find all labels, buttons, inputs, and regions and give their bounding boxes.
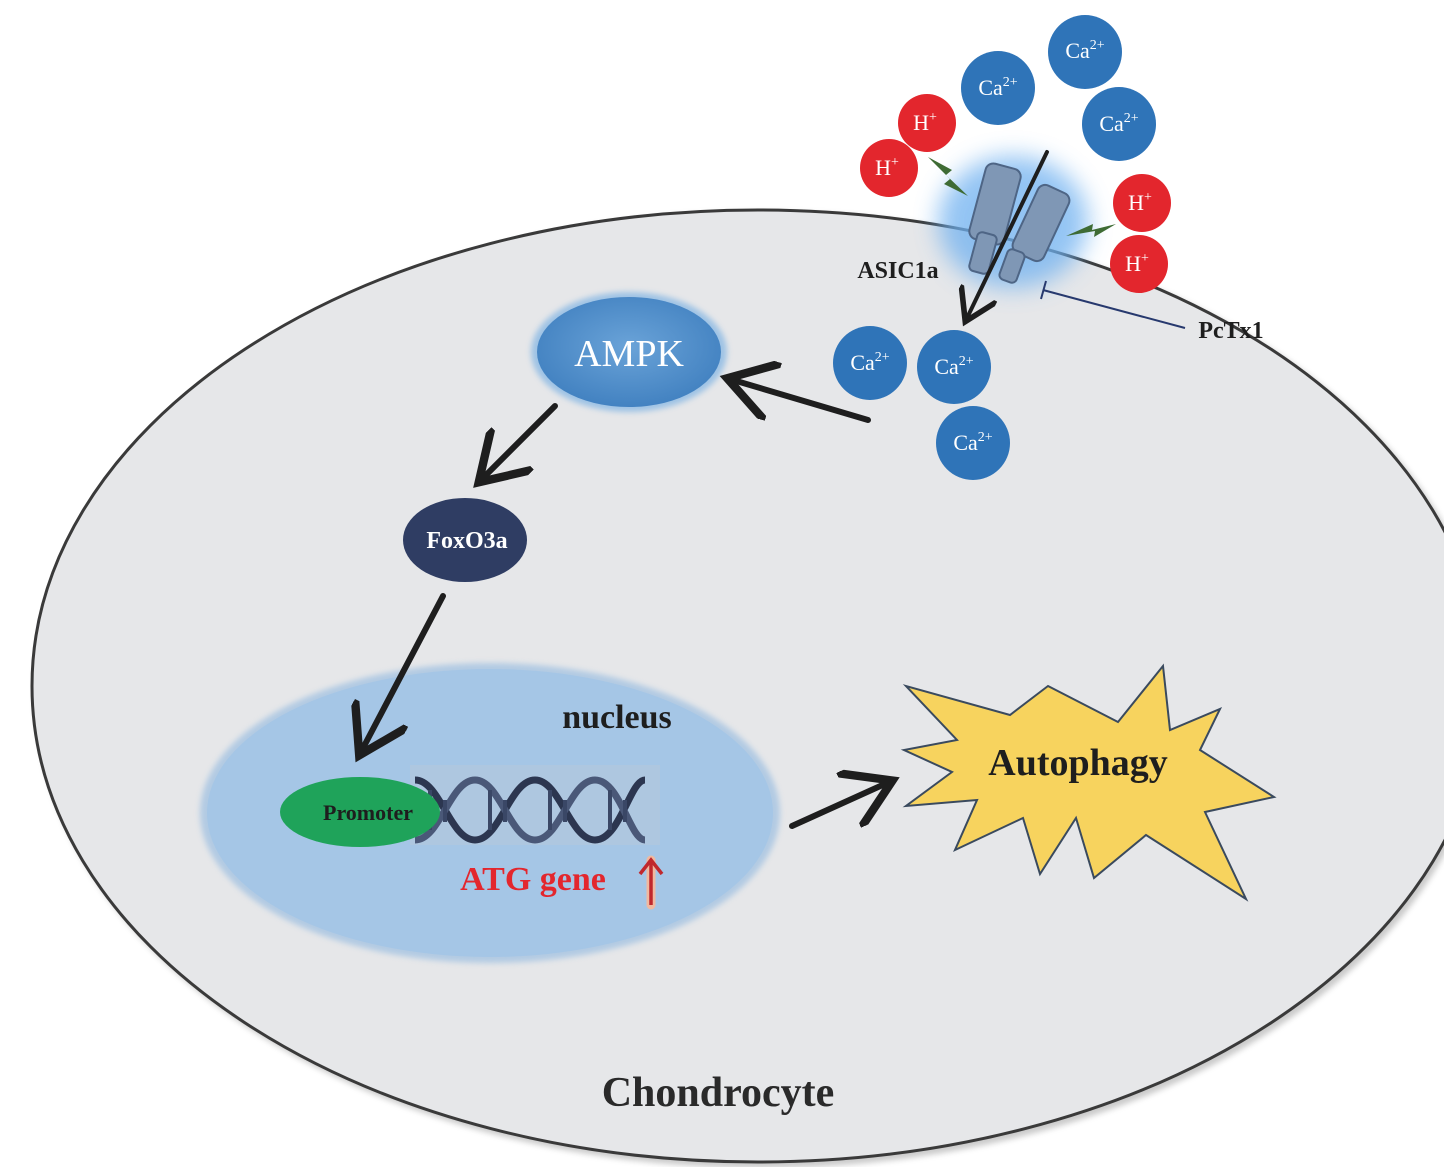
pathway-arrows [362, 380, 887, 829]
foxo3a-node [403, 498, 527, 582]
asic1a-label: ASIC1a [857, 258, 938, 284]
proton-ion: H+ [1113, 174, 1171, 232]
svg-text:H+: H+ [1128, 190, 1152, 215]
calcium-ion: Ca2+ [917, 330, 991, 404]
calcium-ion: Ca2+ [936, 406, 1010, 480]
pctx1-inhibition [1040, 280, 1186, 329]
proton-ion: H+ [860, 139, 918, 197]
calcium-ion: Ca2+ [833, 326, 907, 400]
svg-text:Ca2+: Ca2+ [934, 354, 973, 379]
ampk-node [531, 292, 727, 412]
arrow-calcium-to-ampk [733, 380, 871, 423]
svg-text:Ca2+: Ca2+ [1099, 111, 1138, 136]
dna-helix-icon [410, 765, 660, 845]
svg-text:Ca2+: Ca2+ [1065, 38, 1104, 63]
svg-text:H+: H+ [875, 155, 899, 180]
nucleus-label: nucleus [562, 699, 672, 736]
svg-text:H+: H+ [913, 110, 937, 135]
arrow-nucleus-to-autophagy [789, 783, 887, 829]
ampk-label: AMPK [574, 333, 684, 375]
svg-text:Ca2+: Ca2+ [953, 430, 992, 455]
arrow-calcium-influx [967, 150, 1049, 318]
autophagy-label: Autophagy [988, 742, 1168, 784]
proton-ion: H+ [1110, 235, 1168, 293]
lightning-icon [928, 157, 968, 196]
cell-label: Chondrocyte [602, 1070, 835, 1116]
asic1a-channel [938, 156, 1088, 288]
foxo3a-label: FoxO3a [426, 528, 507, 554]
arrow-ampk-to-foxo3a [483, 403, 558, 478]
atg-gene-label: ATG gene [460, 861, 606, 898]
up-arrow-icon [638, 855, 664, 910]
promoter [280, 777, 440, 847]
proton-ion: H+ [898, 94, 956, 152]
autophagy-burst [900, 663, 1277, 902]
pctx1-label: PcTx1 [1198, 318, 1263, 344]
promoter-label: Promoter [323, 800, 413, 825]
calcium-ion: Ca2+ [1082, 87, 1156, 161]
lightning-icon [1066, 224, 1116, 237]
calcium-ion: Ca2+ [1048, 15, 1122, 89]
chondrocyte-cell [30, 208, 1444, 1167]
svg-text:Ca2+: Ca2+ [850, 350, 889, 375]
svg-text:H+: H+ [1125, 251, 1149, 276]
arrow-foxo3a-to-promoter [362, 593, 446, 750]
svg-text:Ca2+: Ca2+ [978, 75, 1017, 100]
calcium-ion: Ca2+ [961, 51, 1035, 125]
